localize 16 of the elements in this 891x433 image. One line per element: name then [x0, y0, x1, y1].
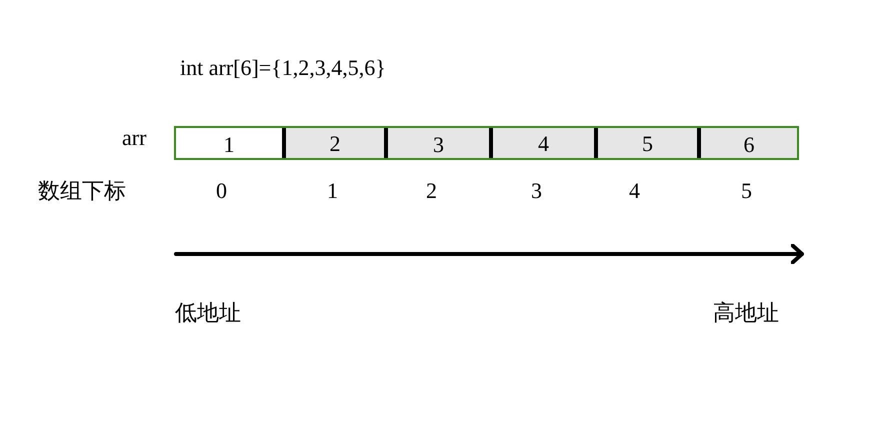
array-cell: 6	[697, 128, 797, 158]
index-number: 1	[327, 178, 338, 204]
variable-name: arr	[122, 125, 146, 151]
index-number: 0	[216, 178, 227, 204]
address-label: 低地址	[175, 300, 241, 326]
index-number: 2	[426, 178, 437, 204]
axis-label: 数组下标	[38, 178, 126, 204]
array-cell: 3	[384, 128, 489, 158]
array-cell: 4	[489, 128, 594, 158]
index-number: 4	[629, 178, 640, 204]
array-declaration: int arr[6]={1,2,3,4,5,6}	[180, 55, 386, 81]
index-number: 5	[741, 178, 752, 204]
array-cell: 2	[282, 128, 384, 158]
array-cell: 5	[594, 128, 697, 158]
address-label: 高地址	[713, 300, 779, 326]
index-number: 3	[531, 178, 542, 204]
